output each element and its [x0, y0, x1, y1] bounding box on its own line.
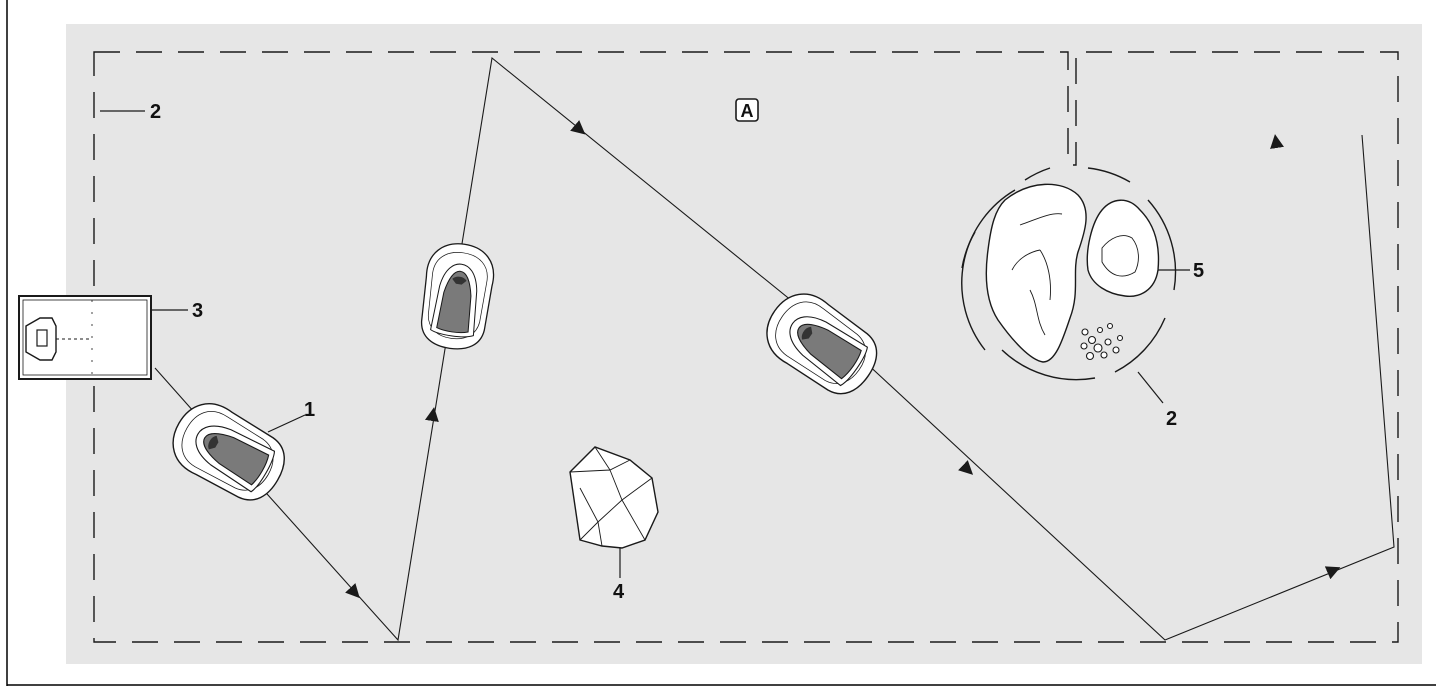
area-tag-label: A [741, 101, 754, 121]
island-boundary-wire [961, 167, 1177, 381]
lawn-area [66, 24, 1422, 664]
callout-boundary-wire-top: 2 [150, 101, 161, 123]
leader-line-1 [267, 414, 306, 433]
area-tag: A [735, 98, 759, 122]
callout-mower: 1 [304, 399, 315, 421]
callout-flowerbed: 5 [1193, 260, 1204, 282]
leader-line-2-island [1137, 371, 1164, 404]
boundary-wire [93, 51, 1399, 643]
docking-station [18, 295, 152, 380]
mowing-path [154, 56, 1395, 642]
callout-rock: 4 [613, 581, 625, 603]
callout-docking-station: 3 [192, 300, 203, 322]
callout-boundary-wire-island: 2 [1166, 408, 1177, 430]
rock-obstacle [569, 446, 659, 549]
flowerbed-island [985, 183, 1160, 363]
flowerbed-pebbles [1080, 322, 1124, 361]
